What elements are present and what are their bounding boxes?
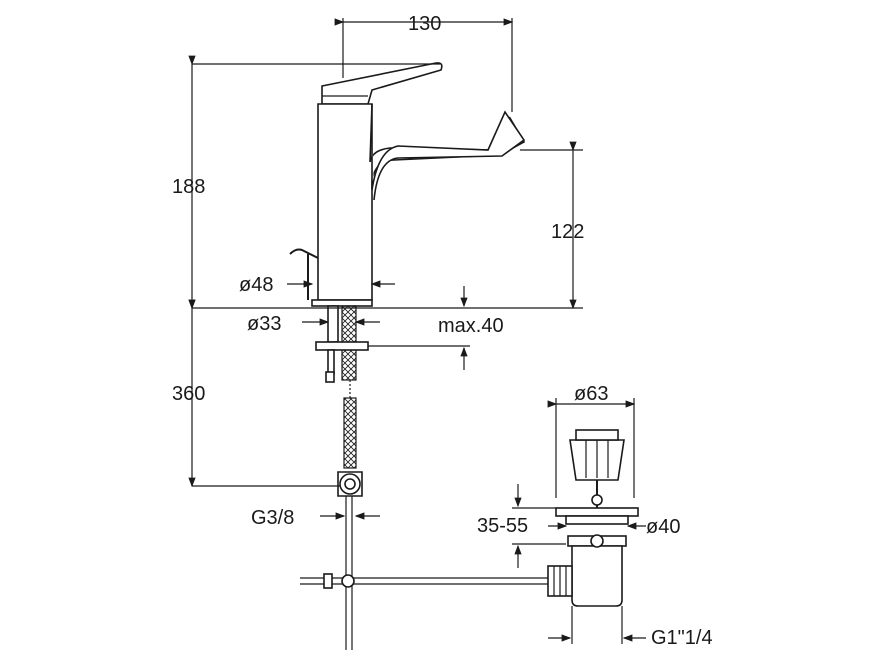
dim-diameter-33: ø33	[247, 313, 281, 335]
dim-waste-35-55: 35-55	[477, 515, 528, 537]
dim-diameter-48: ø48	[239, 274, 273, 296]
dim-spout-122: 122	[551, 221, 584, 243]
dim-max-40: max.40	[438, 315, 504, 337]
dim-width-130: 130	[408, 13, 441, 35]
dim-waste-d40: ø40	[646, 516, 680, 538]
dim-hose-360: 360	[172, 383, 205, 405]
waste-valve	[547, 429, 639, 607]
dim-waste-d63: ø63	[574, 383, 608, 405]
dim-height-188: 188	[172, 176, 205, 198]
dim-waste-g114: G1"1/4	[651, 627, 713, 649]
faucet-mounting	[300, 305, 556, 650]
dimension-lines	[188, 18, 646, 644]
dim-thread-g38: G3/8	[251, 507, 294, 529]
faucet-body	[289, 62, 526, 307]
